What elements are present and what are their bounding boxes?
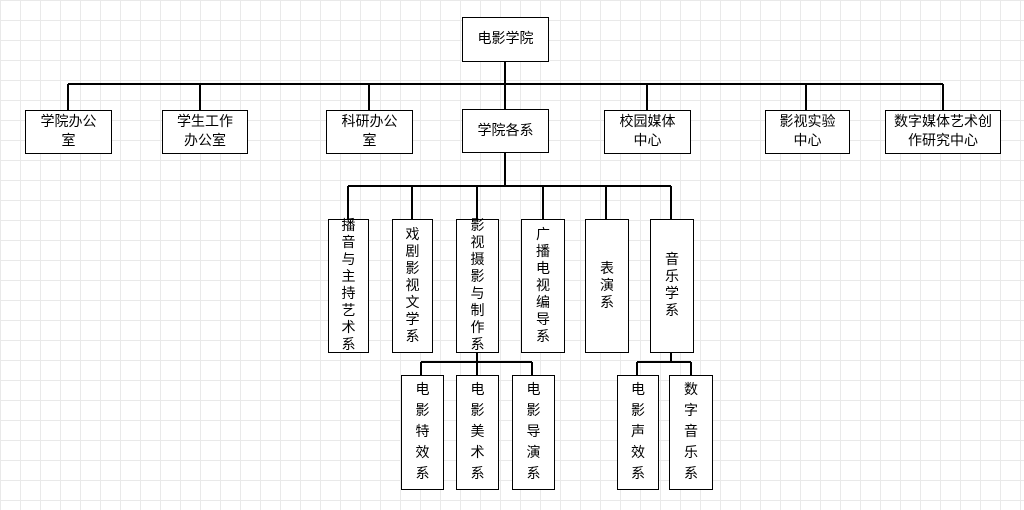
dept-node-research: 科研办公室 xyxy=(326,110,413,154)
dept-node-film-lab: 影视实验中心 xyxy=(765,110,850,154)
dept-label: 学生工作办公室 xyxy=(177,114,233,149)
sub-label: 电影声效系 xyxy=(631,382,645,482)
dept-label: 校园媒体中心 xyxy=(619,114,676,149)
sub-label: 电影导演系 xyxy=(526,382,541,482)
sub-node-film-sound: 电影声效系 xyxy=(617,375,659,490)
dept-label: 数字媒体艺术创作研究中心 xyxy=(894,114,992,149)
sub-node-digital-music: 数字音乐系 xyxy=(669,375,713,490)
dept-node-office: 学院办公室 xyxy=(25,110,112,154)
dept-node-digital-media: 数字媒体艺术创作研究中心 xyxy=(885,110,1001,154)
dept-node-faculties: 学院各系 xyxy=(462,109,549,153)
faculty-node-music: 音乐学系 xyxy=(650,219,694,353)
faculty-label: 影视摄影与制作系 xyxy=(470,218,485,353)
sub-label: 电影特效系 xyxy=(415,382,430,482)
faculty-label: 表演系 xyxy=(600,260,614,311)
faculty-node-photography: 影视摄影与制作系 xyxy=(456,218,499,353)
sub-node-film-directing: 电影导演系 xyxy=(512,375,555,490)
faculty-label: 广播电视编导系 xyxy=(536,226,550,345)
faculty-label: 播音与主持艺术系 xyxy=(341,218,356,353)
sub-label: 数字音乐系 xyxy=(684,382,698,482)
faculty-node-drama-literature: 戏剧影视文学系 xyxy=(392,219,433,353)
dept-label: 科研办公室 xyxy=(341,114,398,149)
faculty-label: 音乐学系 xyxy=(665,252,679,319)
sub-node-film-vfx: 电影特效系 xyxy=(401,375,444,490)
dept-node-campus-media: 校园媒体中心 xyxy=(604,110,691,154)
faculty-label: 戏剧影视文学系 xyxy=(405,226,420,345)
root-label: 电影学院 xyxy=(477,31,534,47)
faculty-node-tv-directing: 广播电视编导系 xyxy=(521,219,565,353)
dept-node-student-affairs: 学生工作办公室 xyxy=(162,110,248,154)
sub-label: 电影美术系 xyxy=(470,382,485,482)
dept-label: 学院各系 xyxy=(477,122,534,139)
sub-node-film-art: 电影美术系 xyxy=(456,375,499,490)
faculty-node-acting: 表演系 xyxy=(585,219,629,353)
dept-label: 学院办公室 xyxy=(40,114,97,149)
dept-label: 影视实验中心 xyxy=(779,114,836,149)
root-node: 电影学院 xyxy=(462,17,549,62)
faculty-node-broadcasting: 播音与主持艺术系 xyxy=(328,218,369,353)
